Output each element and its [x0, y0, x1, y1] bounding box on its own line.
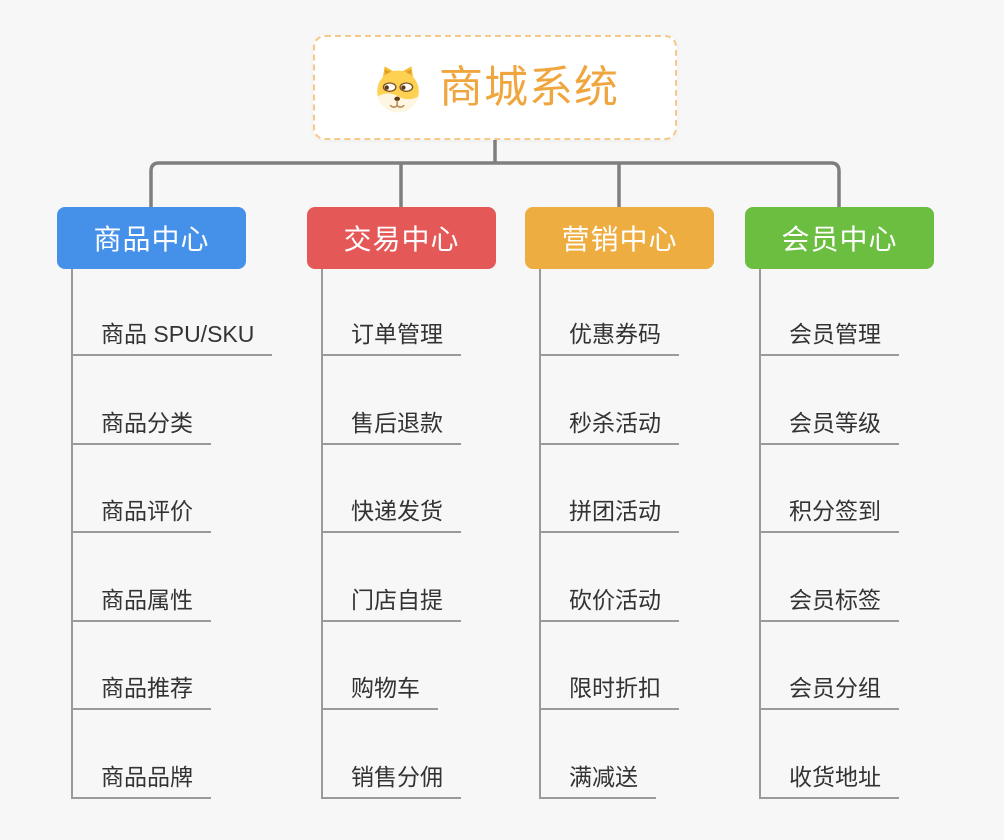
leaf-node[interactable]: 会员管理 — [759, 316, 899, 356]
leaf-node[interactable]: 快递发货 — [321, 493, 461, 533]
trunk-line-member — [759, 269, 761, 799]
leaf-node[interactable]: 商品评价 — [71, 493, 211, 533]
dog-face-icon — [377, 65, 419, 112]
leaf-node[interactable]: 商品推荐 — [71, 670, 211, 710]
leaf-node[interactable]: 销售分佣 — [321, 759, 461, 799]
leaf-node[interactable]: 会员等级 — [759, 405, 899, 445]
leaf-node[interactable]: 商品 SPU/SKU — [71, 316, 273, 356]
leaf-node[interactable]: 限时折扣 — [539, 670, 679, 710]
bus-line — [149, 161, 841, 207]
branch-marketing-center[interactable]: 营销中心 — [525, 207, 714, 269]
leaf-node[interactable]: 购物车 — [321, 670, 438, 710]
leaf-node[interactable]: 砍价活动 — [539, 582, 679, 622]
leaf-node[interactable]: 满减送 — [539, 759, 656, 799]
leaf-node[interactable]: 商品品牌 — [71, 759, 211, 799]
trunk-line-trade — [321, 269, 323, 799]
leaf-node[interactable]: 门店自提 — [321, 582, 461, 622]
leaf-node[interactable]: 收货地址 — [759, 759, 899, 799]
leaf-node[interactable]: 商品分类 — [71, 405, 211, 445]
branch-product-center[interactable]: 商品中心 — [57, 207, 246, 269]
leaf-node[interactable]: 会员分组 — [759, 670, 899, 710]
leaf-node[interactable]: 会员标签 — [759, 582, 899, 622]
branch-trade-center[interactable]: 交易中心 — [307, 207, 496, 269]
trunk-line-marketing — [539, 269, 541, 799]
trunk-line-product — [71, 269, 73, 799]
root-node-mall-system[interactable]: 商城系统 — [313, 35, 677, 140]
leaf-node[interactable]: 拼团活动 — [539, 493, 679, 533]
leaf-node[interactable]: 积分签到 — [759, 493, 899, 533]
leaf-node[interactable]: 优惠券码 — [539, 316, 679, 356]
root-title: 商城系统 — [439, 62, 619, 112]
leaf-node[interactable]: 售后退款 — [321, 405, 461, 445]
branch-member-center[interactable]: 会员中心 — [745, 207, 934, 269]
leaf-node[interactable]: 商品属性 — [71, 582, 211, 622]
leaf-node[interactable]: 订单管理 — [321, 316, 461, 356]
leaf-node[interactable]: 秒杀活动 — [539, 405, 679, 445]
connector-group — [149, 140, 841, 207]
